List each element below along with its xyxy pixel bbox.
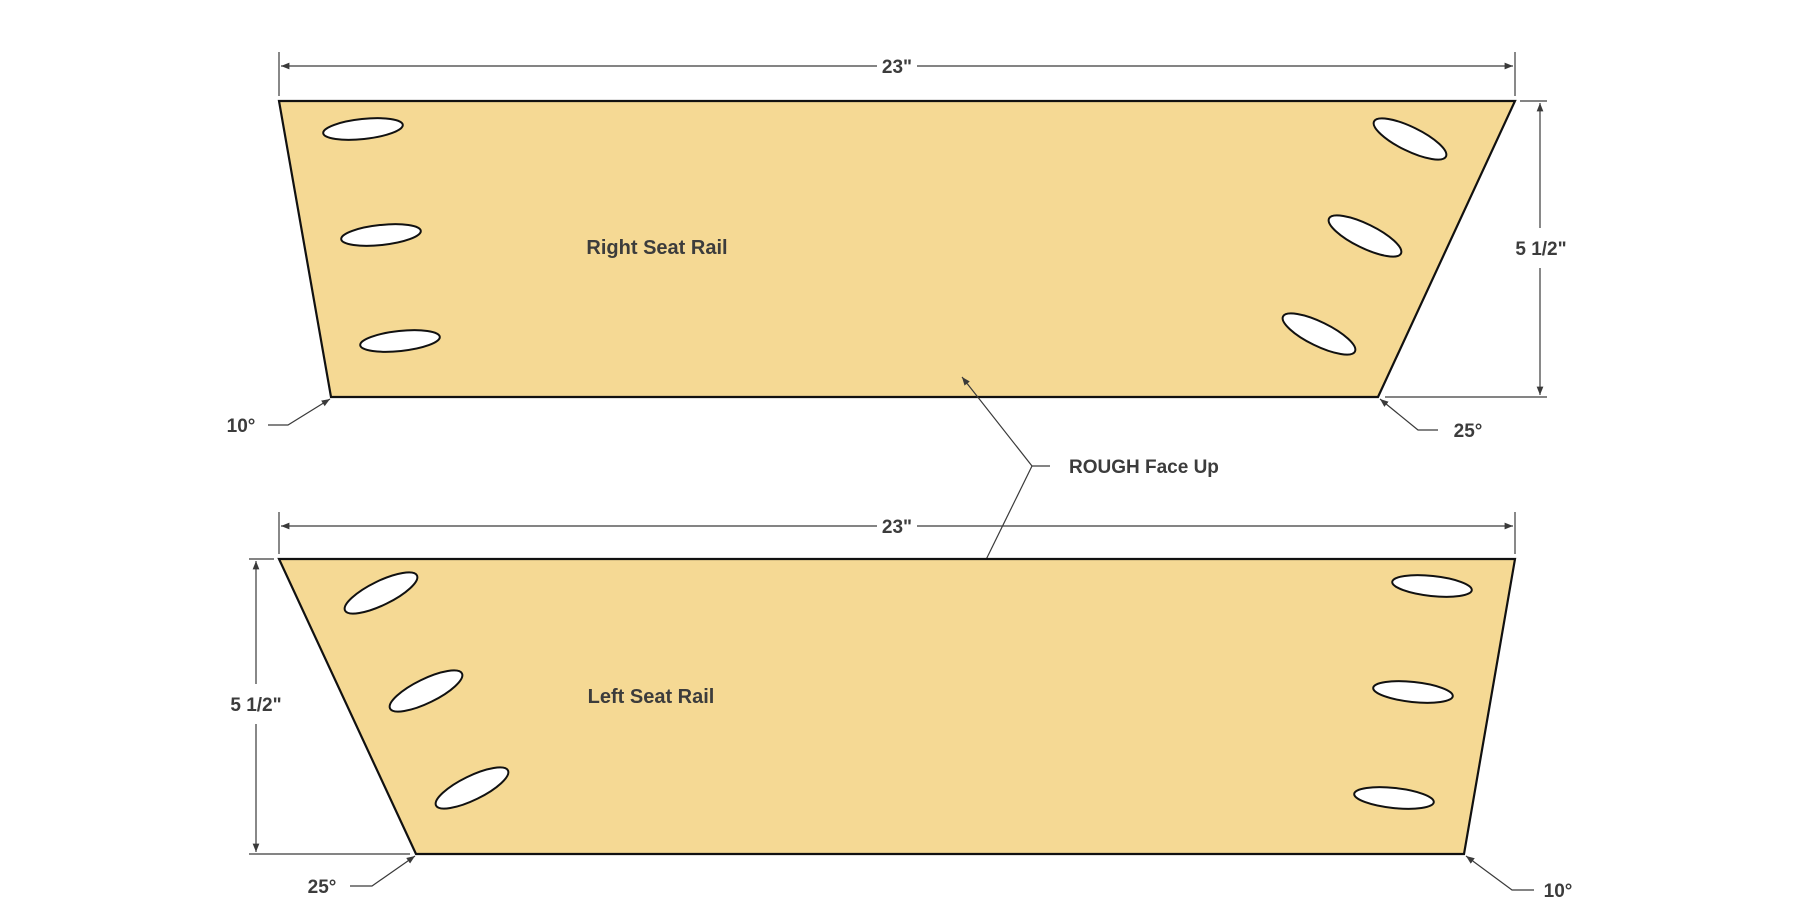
pocket-hole [388,669,464,713]
pocket-hole [1372,680,1454,704]
right-rail-left-angle: 10° [227,416,256,437]
pocket-hole [1327,214,1403,258]
right-seat-rail: Right Seat Rail 23" 5 1/2" 10° 25° [227,52,1567,442]
pocket-hole [343,571,419,615]
right-rail-height-dimension: 5 1/2" [1385,100,1567,398]
right-rail-width-dimension: 23" [278,52,1516,96]
right-seat-rail-board [277,99,1517,399]
right-rail-left-angle-callout: 10° [227,398,331,437]
pocket-hole [322,117,404,141]
pocket-hole [1372,117,1448,161]
right-rail-height-label: 5 1/2" [1515,239,1566,260]
rough-face-up-label: ROUGH Face Up [1069,457,1219,478]
left-seat-rail-board [277,557,1517,856]
right-rail-right-angle-callout: 25° [1379,398,1483,442]
pocket-hole [1281,312,1357,356]
rough-face-up-callout: ROUGH Face Up [961,376,1219,577]
left-rail-right-angle: 10° [1544,881,1573,902]
left-seat-rail: Left Seat Rail 23" 5 1/2" 25° 10° [230,512,1572,902]
right-rail-right-angle: 25° [1454,421,1483,442]
pocket-hole [434,766,510,810]
right-rail-width-label: 23" [882,57,912,78]
left-rail-right-angle-callout: 10° [1465,855,1573,902]
left-rail-width-label: 23" [882,517,912,538]
left-rail-height-label: 5 1/2" [230,695,281,716]
pocket-hole [340,223,422,247]
pocket-hole [1391,574,1473,598]
left-rail-left-angle: 25° [308,877,337,898]
left-rail-left-angle-callout: 25° [308,855,416,898]
pocket-hole [1353,786,1435,810]
right-seat-rail-label: Right Seat Rail [586,237,727,259]
pocket-hole [359,329,441,353]
left-seat-rail-label: Left Seat Rail [588,686,715,708]
left-rail-height-dimension: 5 1/2" [230,558,410,855]
left-rail-width-dimension: 23" [278,512,1516,554]
